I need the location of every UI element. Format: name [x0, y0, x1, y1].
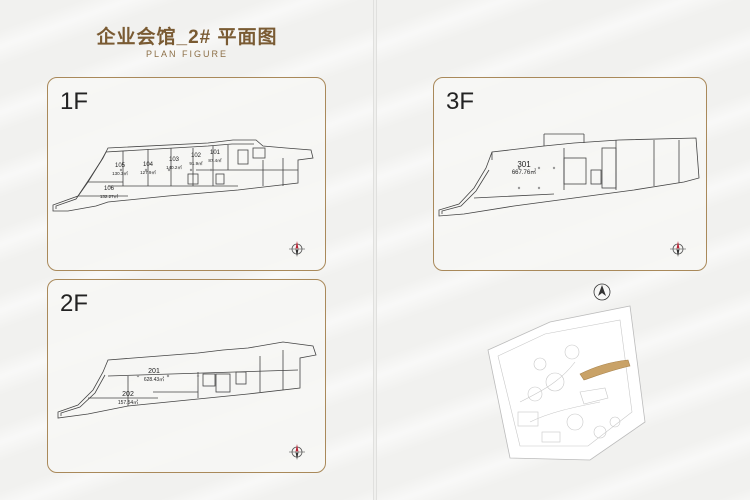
unit-number: 202 — [122, 391, 134, 398]
unit-area: 130.3㎡ — [112, 171, 128, 176]
unit-area: 628.43㎡ — [143, 377, 165, 383]
north-arrow-icon — [593, 283, 611, 301]
unit-202: 202 157.54㎡ — [108, 391, 148, 407]
floor-plan-2f: 2F 201 628.43㎡ 202 157.54㎡ — [47, 279, 326, 473]
site-boundary — [487, 305, 646, 461]
unit-area: 132.27㎡ — [99, 194, 119, 199]
floor-plan-3f: 3F 301 667.76㎡ — [433, 77, 707, 271]
building-2-highlight — [579, 359, 631, 381]
unit-201: 201 628.43㎡ — [134, 368, 174, 384]
floor-plan-1f: 1F 105 130.3㎡ — [47, 77, 326, 271]
unit-area: 91.9㎡ — [189, 161, 203, 166]
floor-label-1f: 1F — [60, 88, 89, 115]
unit-number: 104 — [142, 162, 153, 168]
unit-number: 105 — [114, 163, 125, 169]
book-spine — [373, 0, 377, 500]
unit-area: 127.9㎡ — [140, 170, 156, 175]
compass-icon — [289, 241, 305, 257]
unit-104: 104 127.9㎡ — [134, 162, 162, 176]
unit-number: 106 — [103, 186, 114, 192]
page-title: 企业会馆_2# 平面图 — [96, 27, 278, 48]
unit-area: 157.54㎡ — [117, 400, 139, 406]
page-subtitle: PLAN FIGURE — [145, 49, 228, 59]
unit-area: 140.2㎡ — [166, 165, 182, 170]
plan-drawing-2f — [57, 341, 317, 419]
unit-106: 106 132.27㎡ — [94, 186, 124, 200]
compass-icon — [670, 241, 686, 257]
unit-number: 101 — [209, 150, 220, 156]
unit-102: 102 91.9㎡ — [182, 153, 210, 167]
site-map — [487, 283, 646, 461]
unit-number: 103 — [168, 157, 179, 163]
unit-301: 301 667.76㎡ — [502, 160, 546, 178]
unit-103: 103 140.2㎡ — [160, 157, 188, 171]
floor-label-3f: 3F — [446, 88, 475, 115]
unit-105: 105 130.3㎡ — [106, 163, 134, 177]
unit-area: 87.4㎡ — [208, 158, 222, 163]
plan-drawing-3f — [438, 133, 700, 217]
compass-icon — [289, 444, 305, 460]
unit-area: 667.76㎡ — [511, 170, 537, 176]
unit-number: 301 — [517, 160, 531, 169]
unit-101: 101 87.4㎡ — [201, 150, 229, 164]
unit-number: 102 — [190, 153, 201, 159]
plan-drawing-1f — [52, 139, 314, 212]
floor-label-2f: 2F — [60, 290, 89, 317]
unit-number: 201 — [148, 368, 160, 375]
